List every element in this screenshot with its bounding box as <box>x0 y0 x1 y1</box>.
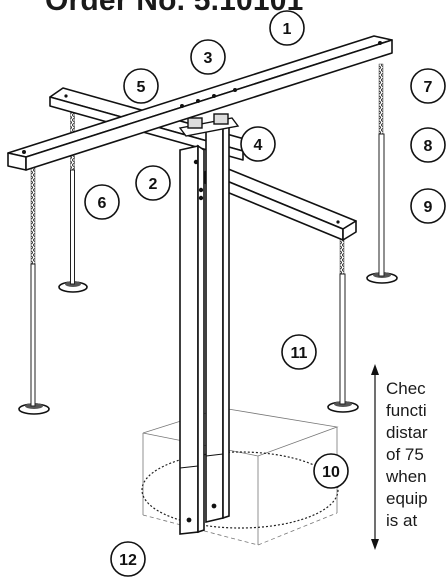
callout-7: 7 <box>410 68 446 104</box>
safety-note: Chec functi distar of 75 when equip is a… <box>386 378 428 532</box>
callout-7-label: 7 <box>424 79 433 96</box>
callout-5: 5 <box>123 68 159 104</box>
note-line: distar <box>386 423 428 442</box>
callout-12-label: 12 <box>119 552 137 569</box>
callout-6: 6 <box>84 184 120 220</box>
callout-12: 12 <box>110 541 146 577</box>
hanging-rod-left-front <box>30 159 36 407</box>
hanging-rod-right-back <box>378 63 385 277</box>
callout-3-label: 3 <box>204 50 213 67</box>
support-posts <box>179 122 230 535</box>
callout-8: 8 <box>410 127 446 163</box>
callout-4-label: 4 <box>254 137 263 154</box>
callout-2-label: 2 <box>149 176 158 193</box>
callout-5-label: 5 <box>137 79 146 96</box>
callout-1-label: 1 <box>283 21 292 38</box>
order-number-title: Order No. 5.10101 <box>45 0 304 17</box>
callout-11-label: 11 <box>291 345 308 362</box>
top-connector <box>178 113 240 137</box>
callout-10-label: 10 <box>322 464 340 481</box>
callout-10: 10 <box>313 453 349 489</box>
note-line: equip <box>386 489 428 508</box>
note-line: when <box>386 467 427 486</box>
hanging-rod-right-front <box>339 221 346 405</box>
note-line: Chec <box>386 379 426 398</box>
note-line: functi <box>386 401 427 420</box>
callout-6-label: 6 <box>98 195 107 212</box>
callout-9: 9 <box>410 188 446 224</box>
callout-9-label: 9 <box>424 199 433 216</box>
foundation-block <box>141 407 339 546</box>
callout-1: 1 <box>269 10 305 46</box>
callout-2: 2 <box>135 165 171 201</box>
callout-11: 11 <box>281 334 317 370</box>
callout-4: 4 <box>240 126 276 162</box>
callout-8-label: 8 <box>424 138 433 155</box>
callout-3: 3 <box>190 39 226 75</box>
crossbeam-front <box>7 35 393 224</box>
note-line: is at <box>386 511 418 530</box>
note-line: of 75 <box>386 445 424 464</box>
dimension-arrow <box>371 364 379 550</box>
